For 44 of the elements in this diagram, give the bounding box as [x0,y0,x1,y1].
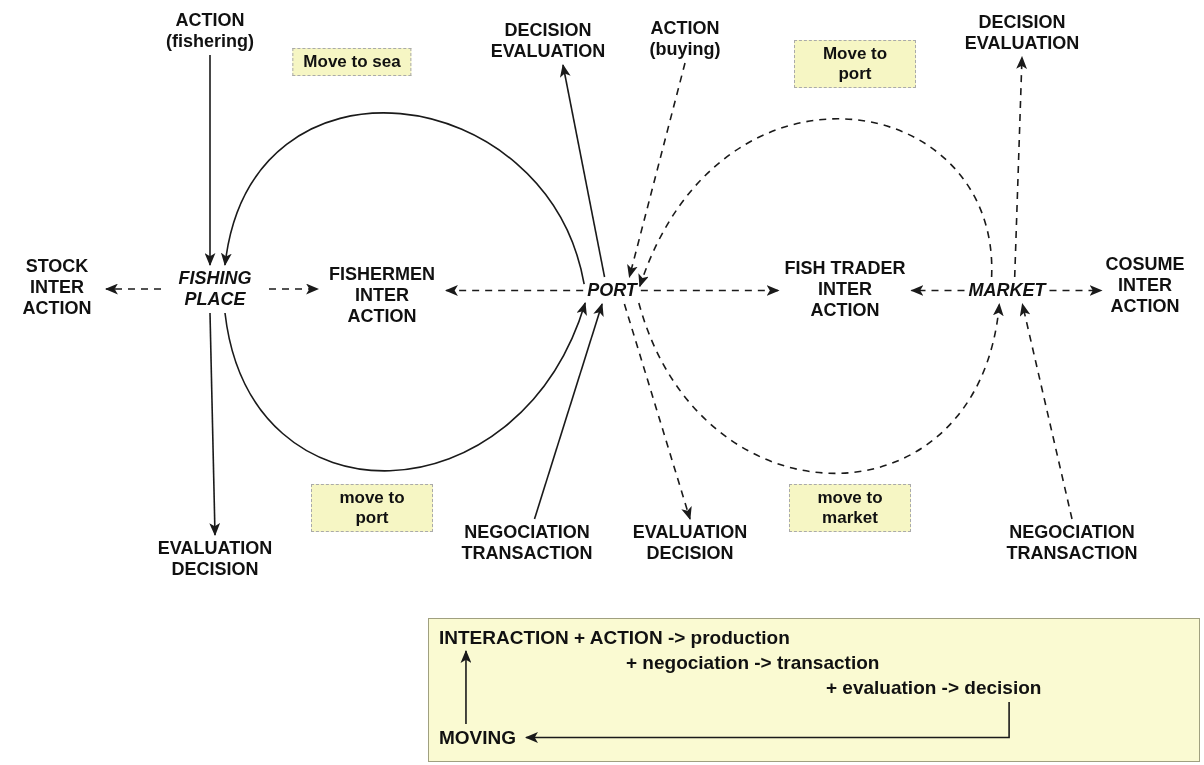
dashed-arrow [1048,285,1103,296]
place-label: PORT [587,280,637,301]
action-label: ACTION (buying) [630,18,740,60]
legend-panel [428,618,1200,762]
edge-label: move to market [789,484,911,532]
dashed-arrow [1013,55,1027,278]
evaluation-label: EVALUATION DECISION [625,522,755,564]
dashed-arrow [640,285,780,296]
arrow [525,701,1010,743]
dashed-arrow [623,303,692,521]
edge-label: Move to sea [292,48,412,76]
dashed-arrow [627,62,686,279]
interaction-label: COSUME INTER ACTION [1105,254,1185,317]
interaction-label: FISH TRADER INTER ACTION [782,258,908,321]
formula-line: + evaluation -> decision [826,677,1042,698]
action-label: ACTION (fishering) [150,10,270,52]
dashed-arrow [104,283,162,295]
arrow [222,112,585,285]
dashed-arrow [638,302,1003,475]
edge-label: move to port [311,484,433,532]
decision-label: DECISION EVALUATION [947,12,1097,54]
evaluation-label: EVALUATION DECISION [150,538,280,580]
edge-label: Move to port [794,40,916,88]
interaction-label: STOCK INTER ACTION [12,256,102,319]
negotiation-label: NEGOCIATION TRANSACTION [452,522,602,564]
arrow [224,302,586,472]
dashed-arrow [910,285,966,296]
dashed-arrow [639,118,993,288]
arrow [460,649,472,725]
arrow [560,63,606,278]
formula-line: + negociation -> transaction [626,652,880,673]
moving-label: MOVING [439,727,517,748]
dashed-arrow [268,283,320,295]
arrow [209,312,221,537]
formula-line: INTERACTION + ACTION -> production [439,627,790,648]
dashed-arrow [444,285,584,296]
place-label: MARKET [968,280,1046,301]
arrow [204,54,216,267]
decision-label: DECISION EVALUATION [473,20,623,62]
arrow [533,302,604,520]
negotiation-label: NEGOCIATION TRANSACTION [1006,522,1138,564]
place-label: FISHING PLACE [165,268,265,310]
interaction-label: FISHERMEN INTER ACTION [322,264,442,327]
dashed-arrow [1019,302,1073,520]
